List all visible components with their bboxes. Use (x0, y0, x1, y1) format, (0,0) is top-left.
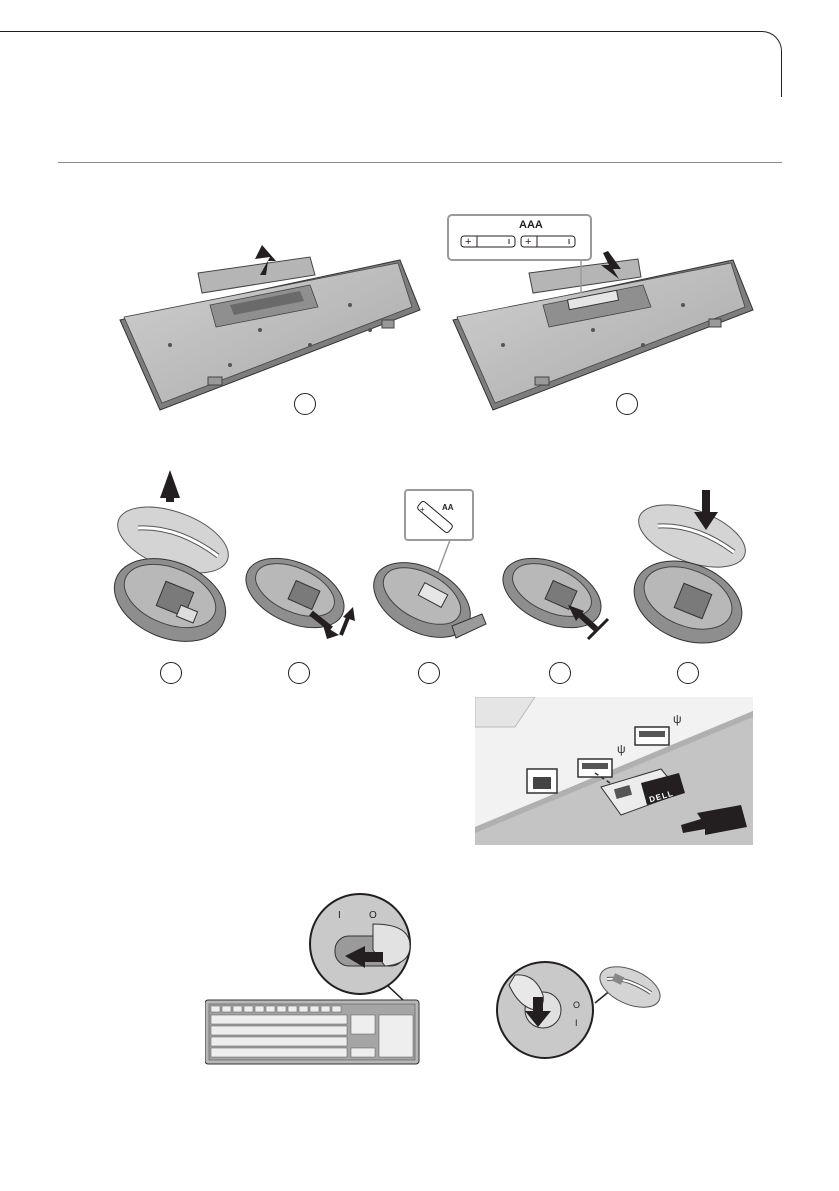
step-marker-1 (294, 393, 316, 415)
mouse-insert-battery-illustration: + (370, 488, 490, 653)
mouse-close-door-illustration (500, 555, 615, 655)
mouse-switch-off-mark: O (573, 1000, 580, 1010)
step-marker-mouse-3 (418, 662, 440, 684)
keyboard-insert-batteries-illustration: + + (443, 213, 773, 423)
mouse-power-switch-illustration (495, 955, 665, 1070)
mouse-switch-on-mark: I (575, 1018, 578, 1028)
usb-receiver-insert-illustration: ψ ψ (475, 697, 753, 845)
mouse-remove-cover-illustration (108, 468, 238, 653)
keyboard-switch-off-mark: O (369, 910, 377, 921)
step-marker-mouse-2 (288, 662, 310, 684)
section-divider (58, 162, 782, 163)
battery-type-label-aaa: AAA (519, 219, 543, 231)
battery-type-label-aa: AA (442, 503, 454, 512)
keyboard-switch-on-mark: I (338, 910, 341, 921)
keyboard-power-switch-illustration (205, 884, 425, 1069)
svg-text:+: + (525, 236, 531, 248)
step-marker-2 (616, 393, 638, 415)
keyboard-remove-cover-illustration (110, 235, 430, 420)
page-corner-frame (0, 31, 782, 97)
step-marker-mouse-1 (160, 662, 182, 684)
step-marker-mouse-5 (677, 662, 699, 684)
svg-text:ψ: ψ (617, 742, 626, 756)
step-marker-mouse-4 (549, 662, 571, 684)
svg-text:ψ: ψ (673, 712, 682, 726)
svg-text:+: + (420, 505, 425, 514)
svg-text:+: + (465, 236, 471, 248)
mouse-remove-dongle-illustration (243, 555, 358, 655)
mouse-replace-cover-illustration (630, 490, 750, 655)
